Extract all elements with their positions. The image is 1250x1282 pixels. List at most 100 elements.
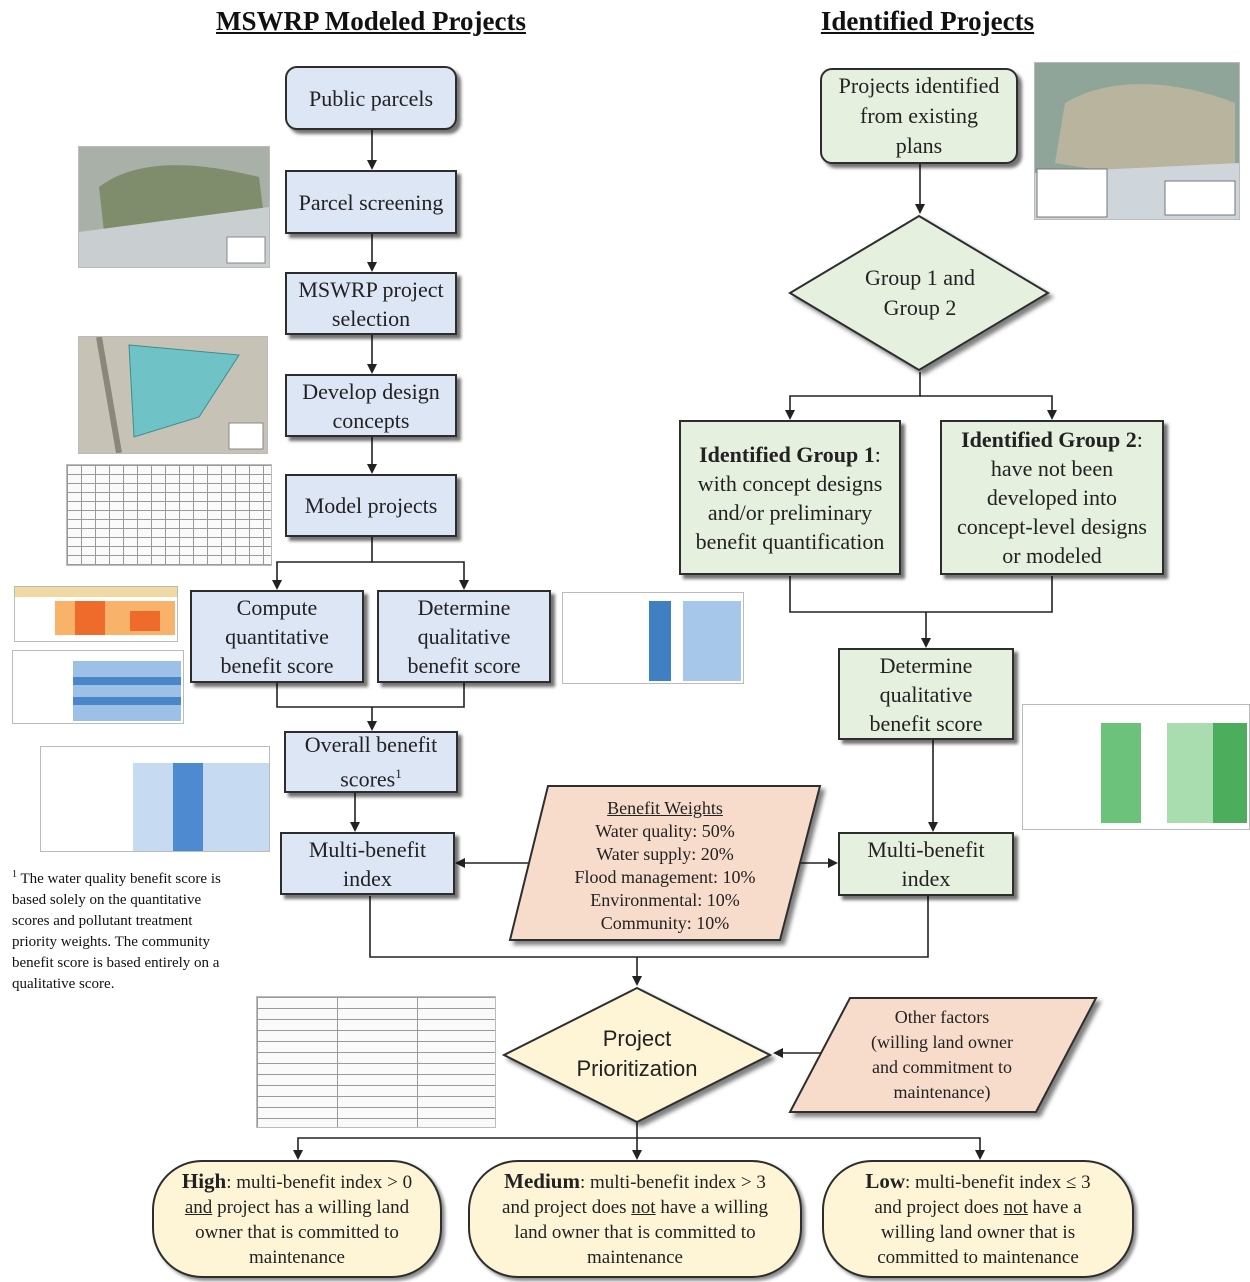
table-thumbnail-green [1022,704,1250,830]
project-selection-line2: selection [331,305,411,331]
footnote-mark: 1 [12,869,17,880]
table-qual-graphic [563,593,743,683]
table-thumbnail-overall [40,746,270,852]
arrow-groups-merge [789,576,1053,613]
outcome-high-line2-text: project has a willing land [212,1196,410,1218]
arrow-priority-low [637,1137,985,1160]
group1-line3: benefit quantification [695,528,885,554]
parcel-screening-box: Parcel screening [285,170,457,234]
overall-scores-box: Overall benefit scores1 [284,731,458,793]
quant-line2: quantitative [225,624,329,649]
outcome-medium-line1-text: : multi-benefit index > 3 [579,1171,766,1193]
project-selection-line1: MSWRP project [298,276,444,302]
footnote-line6: qualitative score. [12,976,115,992]
design-concepts-line2: concepts [332,407,410,433]
identified-group1-box: Identified Group 1: with concept designs… [679,420,901,575]
outcome-low-line2: and project does not have a [874,1195,1081,1220]
outcome-high-line3: owner that is committed to [195,1221,399,1243]
footnote-line3: scores and pollutant treatment [12,913,193,929]
identified-group2-box: Identified Group 2: have not been develo… [940,420,1164,575]
map-thumbnail-parcels [78,146,270,268]
prioritization-diamond-shape [501,986,773,1124]
outcome-low-line2a: and project does [874,1196,1004,1218]
arrow-scores-overall [276,683,465,708]
table-thumbnail-blue [12,650,184,724]
identified-line2: from existing [860,103,978,128]
outcome-high-line1-text: : multi-benefit index > 0 [226,1171,413,1193]
footnote-line1: 1 The water quality benefit score is [12,864,262,890]
overall-footnote-mark: 1 [395,766,402,782]
project-selection-box: MSWRP project selection [285,272,457,335]
group2-line4: or modeled [1002,543,1102,568]
quant-line3: benefit score [220,653,334,678]
group1-line1: with concept designs [697,470,883,496]
group2-title: Identified Group 2 [961,427,1137,452]
outcome-low-label: Low [865,1168,906,1193]
table-quant-graphic [15,587,177,641]
mbi-left-line2: index [343,865,392,891]
overall-line2-text: scores [340,766,396,792]
outcome-medium-not: not [631,1196,656,1218]
arrow-priority-high [293,1137,637,1160]
table-thumbnail-quantitative [14,586,178,642]
qual-right-line2: qualitative [879,681,973,707]
group1-title: Identified Group 1 [699,441,875,467]
left-title: MSWRP Modeled Projects [216,6,526,36]
footnote-line4: priority weights. The community [12,934,211,950]
outcome-medium-line2a: and project does [502,1196,632,1218]
table-priority-grid [257,997,495,1127]
group1-line2: and/or preliminary [707,499,873,525]
qual-left-line1: Determine [417,595,511,620]
arrow-model-split [272,537,373,590]
outcome-low-not: not [1003,1196,1028,1218]
quant-line1: Compute [236,595,318,620]
overall-line2: scores1 [340,759,401,793]
group2-title-line: Identified Group 2: [961,427,1143,452]
outcome-high: High: multi-benefit index > 0 and projec… [152,1160,442,1278]
footnote-line5: benefit score is based entirely on a [12,955,220,971]
map-thumbnail-design [78,336,268,454]
mbi-right-line2: index [901,866,951,891]
group-diamond-shape [788,214,1050,372]
table-blue-graphic [13,651,183,723]
outcome-high-label: High [181,1168,227,1193]
qualitative-score-box-left: Determine qualitative benefit score [377,590,551,683]
outcome-medium-line4: maintenance [586,1246,683,1268]
design-concepts-box: Develop design concepts [285,374,457,437]
outcome-low-line4: committed to maintenance [877,1246,1079,1268]
factors-parallelogram-shape [788,997,1098,1113]
table-green-graphic [1023,705,1249,829]
qual-left-line3: benefit score [407,653,521,678]
arrow-mbi-merge [369,896,929,958]
group1-title-line: Identified Group 1: [699,441,881,467]
map-thumbnail-identified [1034,62,1240,220]
mbi-right-line1: Multi-benefit [867,837,985,862]
public-parcels-box: Public parcels [285,66,457,130]
multi-benefit-index-right-box: Multi-benefit index [838,832,1014,896]
footnote-line1-text: The water quality benefit score is [20,871,221,887]
identified-line1: Projects identified [838,73,1000,98]
outcome-high-line2: and project has a willing land [185,1195,409,1220]
table-model-grid [67,465,271,565]
public-parcels-label: Public parcels [308,85,434,111]
outcome-medium-line3: land owner that is committed to [514,1221,756,1243]
outcome-medium-line2b: have a willing [655,1196,768,1218]
identified-line3: plans [895,133,943,158]
arrow-diamond-groups [785,372,921,420]
outcome-low-line1-text: : multi-benefit index ≤ 3 [905,1171,1091,1193]
outcome-high-line1: High: multi-benefit index > 0 [182,1169,412,1195]
qual-right-line3: benefit score [869,710,983,736]
outcome-high-and: and [184,1196,213,1218]
outcome-medium-line2: and project does not have a willing [502,1195,768,1220]
weights-parallelogram-shape [508,785,822,941]
mbi-left-line1: Multi-benefit [308,836,427,862]
footnote-line2: based solely on the quantitative [12,892,202,908]
qual-left-line2: qualitative [417,624,511,649]
quantitative-score-box: Compute quantitative benefit score [190,590,364,683]
table-overall-graphic [41,747,269,851]
model-projects-label: Model projects [304,493,438,518]
table-thumbnail-qualitative [562,592,744,684]
outcome-low-line3: willing land owner that is [880,1221,1076,1243]
outcome-low-line1: Low: multi-benefit index ≤ 3 [865,1169,1090,1195]
